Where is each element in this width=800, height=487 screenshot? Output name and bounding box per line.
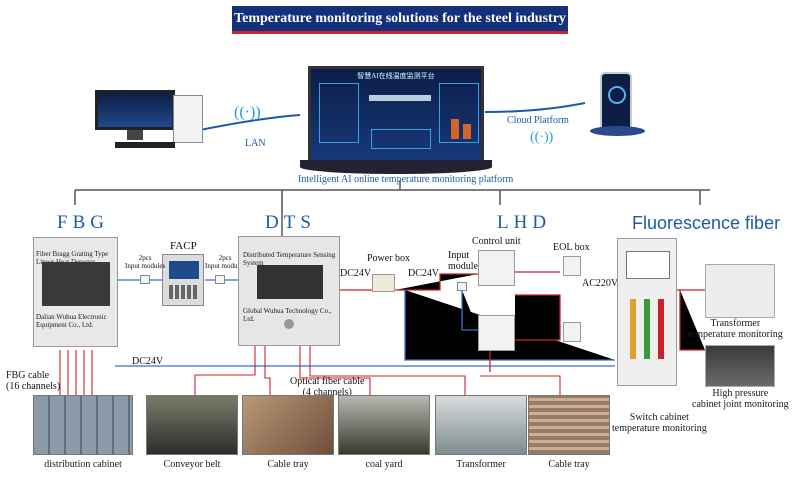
photo-caption-6: Cable tray xyxy=(548,459,590,470)
input-module-box-2 xyxy=(215,275,225,284)
facp-label: FACP xyxy=(170,240,197,252)
fbg-footer: Dalian Wuhua Electronic Equipment Co., L… xyxy=(36,313,107,329)
fbg-detector: Fiber Bragg Grating Type Linear Heat Det… xyxy=(33,237,118,347)
platform-label: Intelligent AI online temperature monito… xyxy=(298,174,514,185)
desktop-monitor xyxy=(95,90,175,130)
photo-caption-1: distribution cabinet xyxy=(44,459,122,470)
switch-cabinet xyxy=(617,238,677,386)
section-dts: DTS xyxy=(265,212,316,233)
switch-cabinet-label: Switch cabinet temperature monitoring xyxy=(612,412,707,434)
wifi-icon: ((·)) xyxy=(234,104,261,121)
photo-coal-yard xyxy=(338,395,430,455)
pc-tower xyxy=(173,95,203,143)
photo-cable-tray-1 xyxy=(242,395,334,455)
keyboard xyxy=(115,142,175,148)
platform-bridge-graphic xyxy=(369,95,431,101)
smartphone xyxy=(600,72,632,132)
photo-transformer xyxy=(435,395,527,455)
dts-screen xyxy=(257,265,323,299)
platform-screen-header: 智慧AI在线温度监测平台 xyxy=(357,72,435,80)
dts-header: Distributed Temperature Sensing System xyxy=(243,251,336,267)
section-lhd: LHD xyxy=(497,212,552,233)
photo-distribution-cabinet xyxy=(33,395,133,455)
transformer-monitoring-label: Transformer temperature monitoring xyxy=(688,318,783,340)
cloud-wifi-icon: ((·)) xyxy=(530,130,554,145)
dts-unit: Distributed Temperature Sensing System G… xyxy=(238,236,340,346)
dc24v-label-3: DC24V xyxy=(132,356,164,367)
optical-fiber-label: Optical fiber cable (4 channels) xyxy=(290,376,365,398)
photo-caption-5: Transformer xyxy=(456,459,506,470)
input-modules-label-2: 2pcs Input modules xyxy=(205,254,246,270)
photo-caption-3: Cable tray xyxy=(267,459,309,470)
transformer-photo xyxy=(705,264,775,318)
fbg-screen xyxy=(42,262,110,306)
lhd-control-unit-1 xyxy=(478,250,515,286)
ac220v-label: AC220V xyxy=(582,278,619,289)
dc24v-label-1: DC24V xyxy=(340,268,372,279)
platform-screen: 智慧AI在线温度监测平台 xyxy=(308,66,484,167)
facp-panel xyxy=(162,254,204,306)
dts-footer: Global Wuhua Technology Co., Ltd. xyxy=(243,307,332,323)
power-box-label: Power box xyxy=(367,253,411,264)
lhd-control-unit-2 xyxy=(478,315,515,351)
lan-label: LAN xyxy=(245,138,266,149)
eol-box-2 xyxy=(563,322,581,342)
photo-conveyor-belt xyxy=(146,395,238,455)
eol-box-1 xyxy=(563,256,581,276)
control-unit-label: Control unit xyxy=(472,236,521,247)
lhd-input-module xyxy=(457,282,467,291)
cloud-platform-label: Cloud Platform xyxy=(507,115,569,126)
dc24v-label-2: DC24V xyxy=(408,268,440,279)
hv-monitoring-label: High pressure cabinet joint monitoring xyxy=(692,388,789,410)
photo-caption-4: coal yard xyxy=(365,459,403,470)
desktop-computer xyxy=(95,90,205,155)
power-box xyxy=(372,274,395,292)
page-title: Temperature monitoring solutions for the… xyxy=(232,6,568,34)
section-fluorescence: Fluorescence fiber xyxy=(632,213,781,233)
section-fbg: FBG xyxy=(57,212,109,233)
input-module-label: Input module xyxy=(448,250,478,272)
input-modules-label-1: 2pcs Input modules xyxy=(125,254,166,270)
photo-cable-tray-2 xyxy=(528,395,610,455)
input-module-box-1 xyxy=(140,275,150,284)
photo-caption-2: Conveyor belt xyxy=(163,459,221,470)
fbg-cable-label: FBG cable (16 channels) xyxy=(6,370,61,392)
eol-box-label: EOL box xyxy=(553,242,590,253)
hv-cabinet-photo xyxy=(705,345,775,387)
